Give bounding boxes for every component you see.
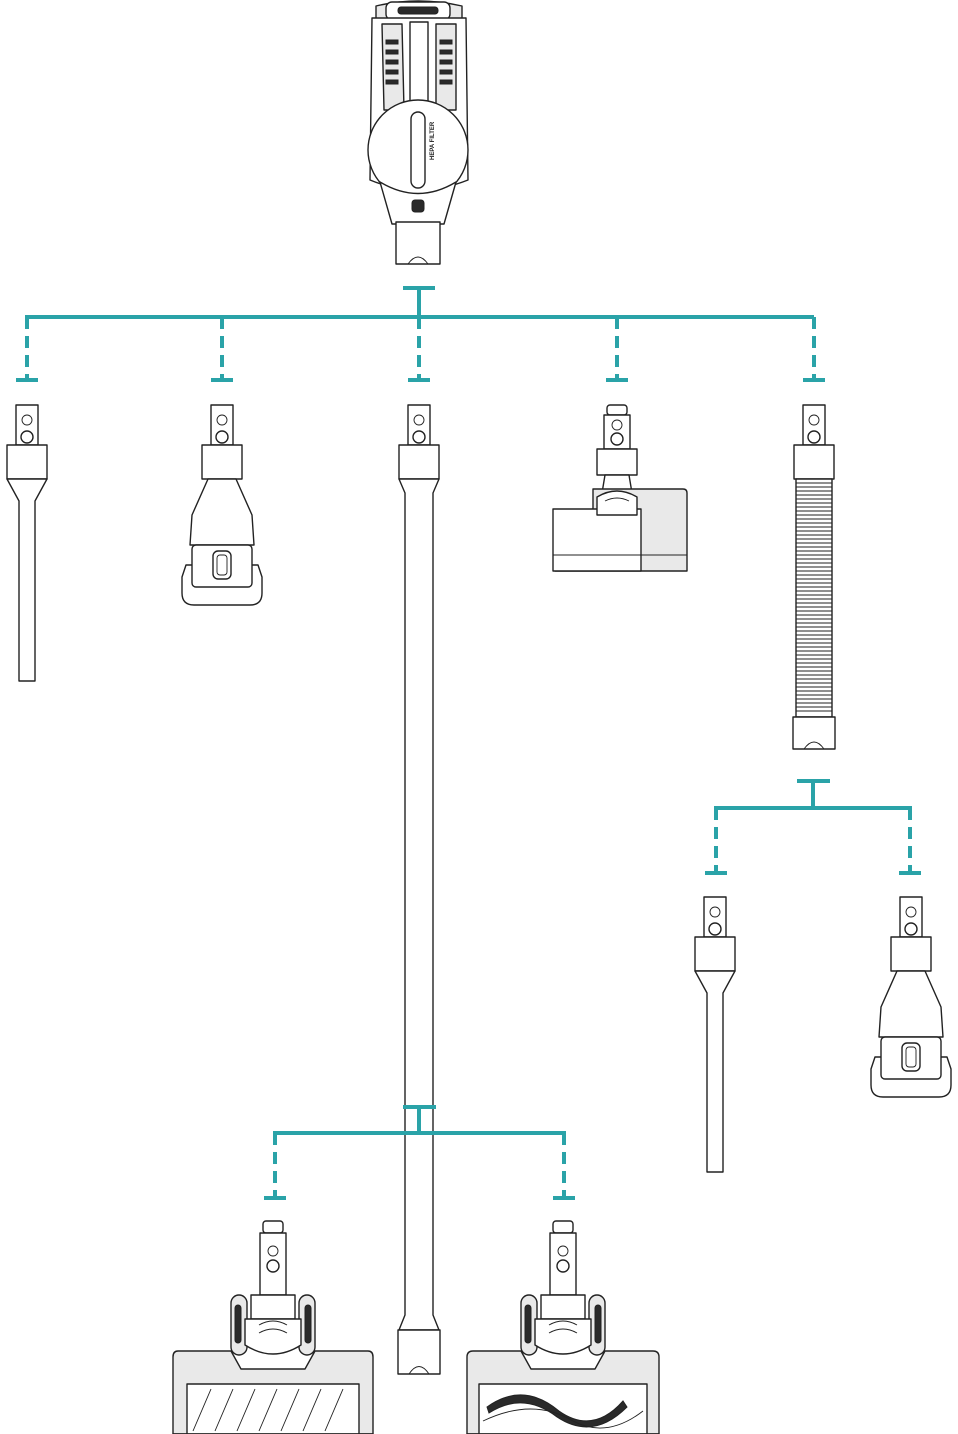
hose-crevice-tool-icon	[694, 896, 736, 1173]
crevice-tool-icon	[6, 404, 48, 682]
hose-brush-tool-icon	[870, 896, 952, 1098]
connector-tree-main	[16, 286, 825, 382]
floor-head-soft-roller-icon	[466, 1220, 660, 1434]
flexible-hose-icon	[792, 404, 836, 750]
main-body-icon: HEPA FILTER	[367, 0, 469, 265]
connector-tree-tube	[264, 1105, 575, 1200]
extension-tube-icon	[397, 404, 441, 1375]
connector-tree-hose	[705, 779, 921, 875]
filter-label: HEPA FILTER	[430, 121, 436, 160]
brush-tool-icon	[181, 404, 263, 606]
floor-head-bristle-icon	[172, 1220, 374, 1434]
mini-turbo-brush-icon	[552, 404, 688, 572]
